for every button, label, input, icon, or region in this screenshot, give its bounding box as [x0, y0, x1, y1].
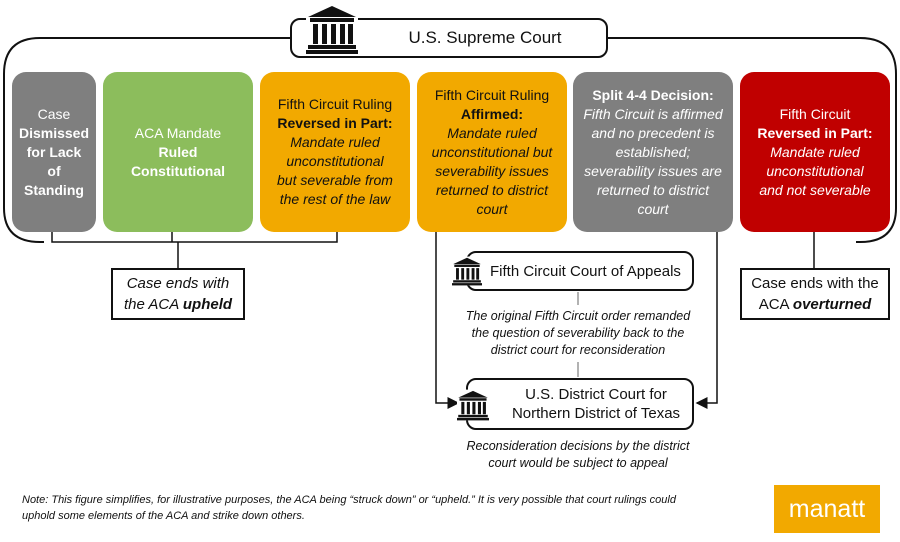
outcome-card-line: returned to district	[435, 181, 549, 198]
outcome-card-line: returned to district	[596, 181, 710, 198]
outcome-card-line: Affirmed:	[460, 105, 524, 122]
outcome-card-split: Split 4-4 Decision: Fifth Circuit is affi…	[573, 72, 733, 232]
outcome-card-line: Dismissed	[18, 124, 90, 141]
outcome-card-line: Reversed in Part:	[277, 115, 393, 131]
manatt-logo: manatt	[774, 485, 880, 533]
upheld-line1: Case ends with	[126, 275, 230, 292]
upheld-line2: the ACA	[123, 296, 183, 313]
split-to-district-arrow	[695, 230, 718, 409]
outcome-card-line: Mandate ruled	[447, 124, 537, 141]
outcome-card-line: Reversed in Part:	[757, 124, 873, 141]
outcome-card-line: unconstitutional	[766, 162, 864, 179]
courthouse-icon	[452, 256, 482, 286]
appeal-note-line: Reconsideration decisions by the distric…	[466, 439, 690, 453]
outcome-card-line: and not severable	[759, 181, 871, 198]
outcome-card-line: Constitutional	[130, 162, 226, 179]
remand-note-line: district court for reconsideration	[490, 343, 666, 357]
bracket-line	[608, 37, 897, 243]
outcome-card-line: but severable from	[277, 172, 393, 188]
outcome-card-line: unconstitutional but	[431, 143, 553, 160]
outcome-card-line: unconstitutional	[286, 153, 384, 169]
overturned-box: Case ends with the ACA overturned	[740, 268, 890, 320]
outcome-card-line: Split 4-4 Decision:	[592, 86, 714, 103]
outcome-card-line: severability issues	[435, 162, 549, 179]
courthouse-icon	[457, 389, 489, 421]
footnote: Note: This figure simplifies, for illust…	[22, 492, 762, 524]
overturned-line1: Case ends with the	[751, 275, 879, 292]
remand-note-line: the question of severability back to the	[471, 326, 685, 340]
supreme-court-label: U.S. Supreme Court	[408, 28, 562, 47]
outcome-card-line: for Lack of	[26, 143, 82, 179]
bracket-line	[3, 37, 290, 243]
outcome-card-line: Mandate ruled	[290, 134, 380, 150]
outcome-card-line: Ruled	[158, 143, 198, 160]
outcome-card-line: ACA Mandate	[134, 124, 222, 141]
overturned-line2: ACA	[758, 296, 793, 313]
fifth-circuit-box: Fifth Circuit Court of Appeals	[466, 251, 694, 291]
logo-text: manatt	[788, 494, 866, 523]
outcome-card-line: and no precedent is	[591, 124, 715, 141]
outcome-card-line: Fifth Circuit	[779, 105, 851, 122]
outcome-card-line: severability issues are	[584, 162, 722, 179]
outcome-card-line: Fifth Circuit is affirmed	[583, 105, 723, 122]
district-court-box: U.S. District Court for Northern Distric…	[466, 378, 694, 430]
district-court-line2: Northern District of Texas	[511, 405, 681, 422]
outcome-card-line: Fifth Circuit Ruling	[434, 86, 550, 103]
outcome-card-line: Fifth Circuit Ruling	[277, 96, 393, 112]
overturned-emphasis: overturned	[792, 296, 872, 313]
outcome-card-line: established;	[615, 143, 691, 160]
upheld-connector	[51, 232, 338, 268]
upheld-emphasis: upheld	[182, 296, 233, 313]
outcome-card-line: Mandate ruled	[770, 143, 860, 160]
outcome-card-line: the rest of the law	[279, 191, 391, 207]
outcome-card-line: court	[476, 200, 508, 217]
remand-note-line: The original Fifth Circuit order remande…	[465, 309, 691, 323]
appeal-note: Reconsideration decisions by the distric…	[438, 438, 718, 472]
appeal-note-line: court would be subject to appeal	[488, 456, 668, 470]
outcome-card-line: court	[637, 200, 669, 217]
remand-note: The original Fifth Circuit order remande…	[438, 308, 718, 359]
outcome-card-line: Case	[37, 105, 71, 122]
affirmed-to-district-arrow	[435, 230, 460, 409]
upheld-box: Case ends with the ACA upheld	[111, 268, 245, 320]
footnote-line: Note: This figure simplifies, for illust…	[22, 494, 676, 506]
fifth-circuit-label: Fifth Circuit Court of Appeals	[490, 262, 681, 280]
footnote-line: uphold some elements of the ACA and stri…	[22, 510, 305, 522]
courthouse-icon	[306, 4, 358, 54]
outcome-card-line: Standing	[24, 181, 84, 198]
district-court-line1: U.S. District Court for	[525, 386, 667, 403]
supreme-court-box: U.S. Supreme Court	[290, 4, 608, 58]
